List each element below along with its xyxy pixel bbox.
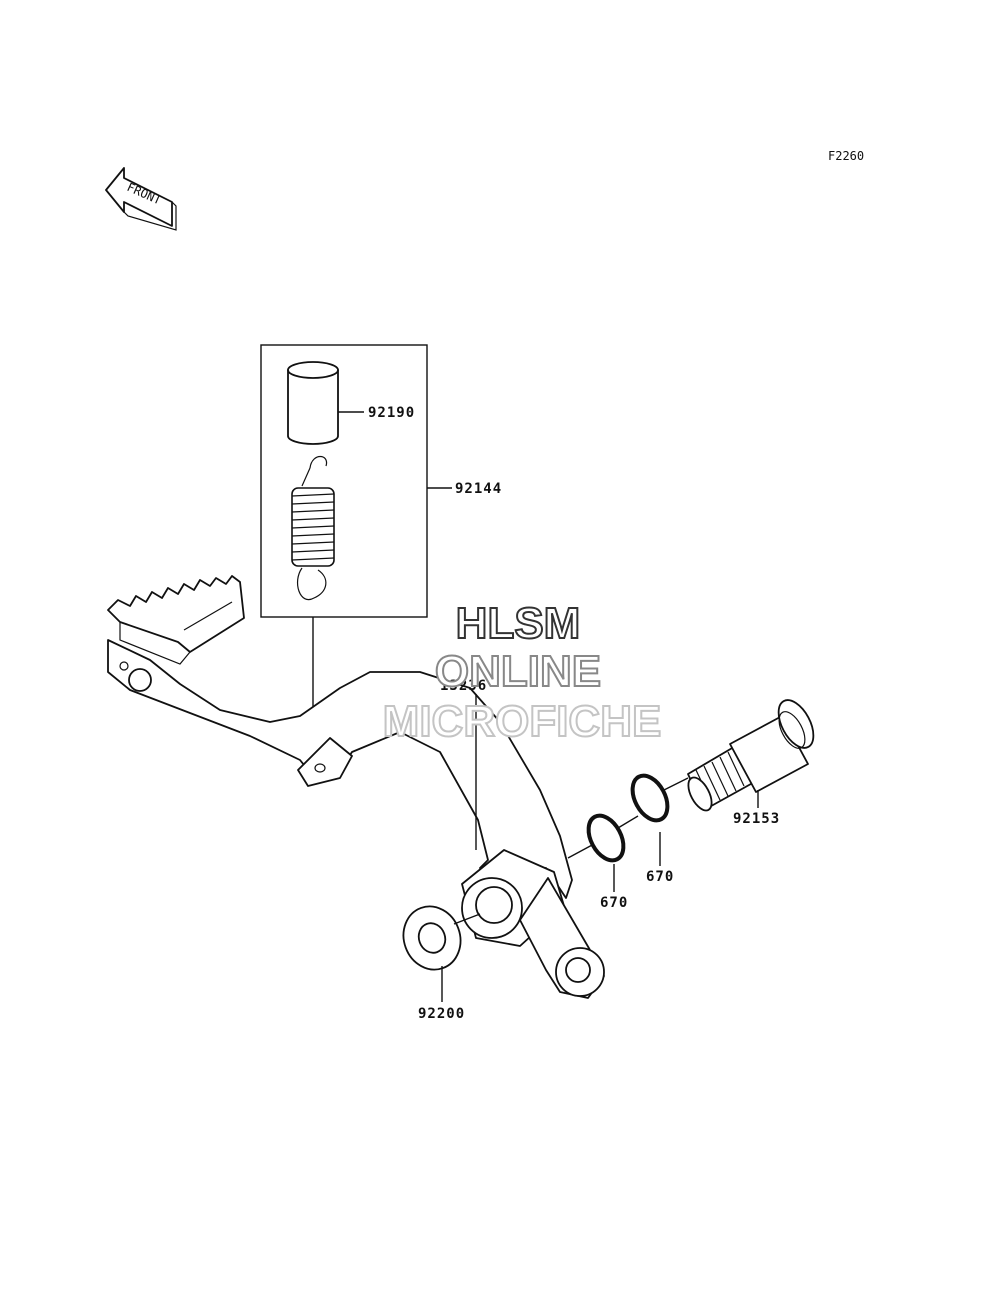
watermark-line-3: MICROFICHE bbox=[383, 697, 662, 746]
sleeve-part bbox=[287, 361, 339, 445]
spring-part bbox=[291, 455, 335, 601]
watermark: HLSM ONLINE MICROFICHE bbox=[382, 598, 663, 747]
part-label-92144: 92144 bbox=[455, 481, 502, 497]
watermark-line-1: HLSM bbox=[456, 599, 581, 648]
figure-code: F2260 bbox=[828, 149, 864, 163]
kit-box bbox=[260, 344, 428, 618]
part-label-92190: 92190 bbox=[368, 405, 415, 421]
pivot-bolt-part bbox=[687, 699, 815, 812]
part-label-92153: 92153 bbox=[733, 811, 780, 827]
front-arrow-icon: FRONT bbox=[105, 167, 177, 231]
part-label-670-b: 670 bbox=[646, 869, 674, 885]
washer-part bbox=[402, 905, 462, 971]
part-label-13236: 13236 bbox=[440, 678, 487, 694]
o-ring-part-b bbox=[630, 773, 670, 823]
brake-pedal-part bbox=[107, 575, 605, 999]
part-label-92200: 92200 bbox=[418, 1006, 465, 1022]
o-ring-part-a bbox=[586, 813, 626, 863]
watermark-line-2: ONLINE bbox=[435, 647, 601, 696]
part-label-670-a: 670 bbox=[600, 895, 628, 911]
